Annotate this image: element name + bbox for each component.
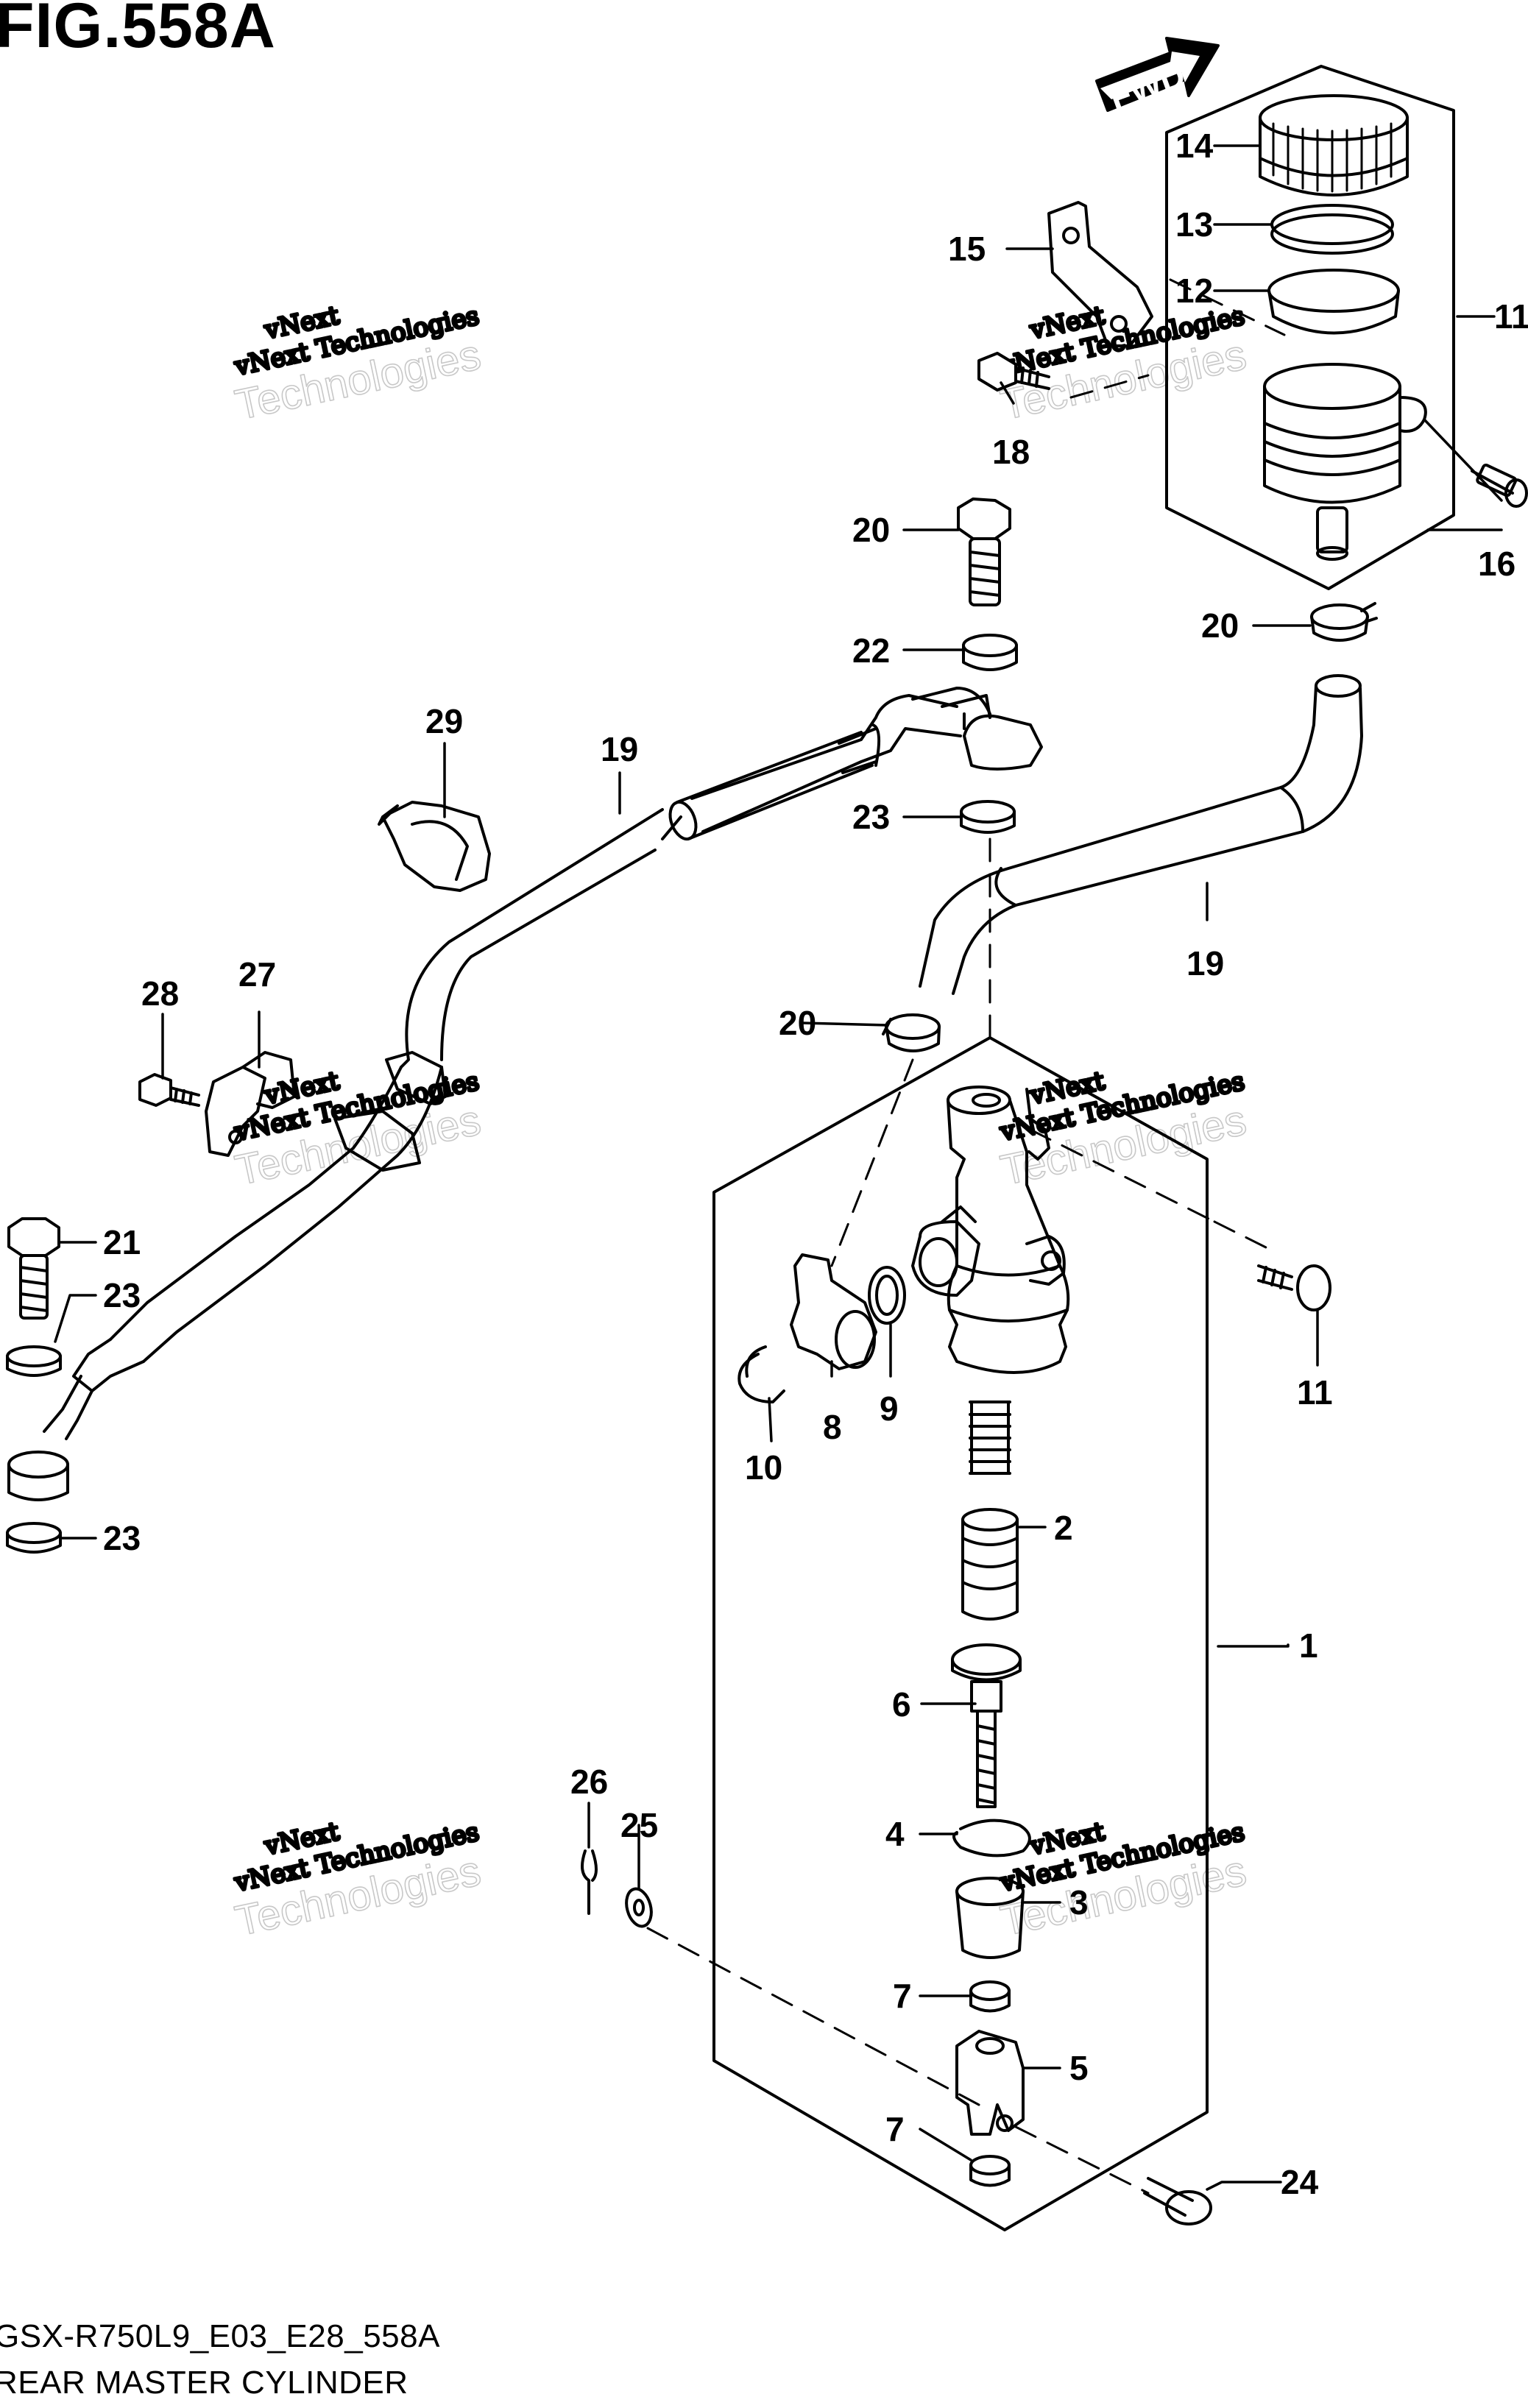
callout-18: 18 xyxy=(992,433,1030,471)
callout-3: 3 xyxy=(1069,1883,1089,1922)
master-cylinder-body xyxy=(911,1086,1070,1374)
diaphragm xyxy=(1267,269,1400,335)
washer-25 xyxy=(625,1887,653,1928)
cylinder-screw-11 xyxy=(1257,1264,1331,1311)
nut-7-lower xyxy=(969,2155,1011,2187)
callout-7-upper: 7 xyxy=(893,1977,912,2015)
bracket-bolt xyxy=(977,352,1050,392)
inlet-connector-8 xyxy=(790,1253,877,1370)
callout-10: 10 xyxy=(745,1448,782,1487)
callout-22-lower: 21 xyxy=(103,1223,141,1261)
watermark-group: vNext vNext Technologies Technologies vN… xyxy=(230,300,1251,1946)
callout-20-lower: 20 xyxy=(779,1004,816,1042)
callout-8: 8 xyxy=(823,1408,842,1446)
reservoir-screw xyxy=(1471,463,1528,508)
cotter-pin-26 xyxy=(581,1849,598,1915)
washer-lower-2 xyxy=(6,1522,62,1554)
nut-7-upper xyxy=(969,1980,1011,2013)
callout-26: 26 xyxy=(570,1763,608,1801)
brake-hose xyxy=(109,694,962,1363)
callout-25: 25 xyxy=(620,1806,658,1844)
callout-19: 19 xyxy=(1186,944,1224,982)
hose-holder-27 xyxy=(205,1051,296,1157)
callout-11: 11 xyxy=(1297,1373,1333,1412)
callout-23-upper-2: 23 xyxy=(852,798,890,836)
callout-17: 15 xyxy=(948,230,986,268)
callout-20-upper: 20 xyxy=(1201,606,1239,645)
reservoir-bracket xyxy=(1047,201,1153,347)
callout-16: 16 xyxy=(1478,545,1515,583)
hose-segment-upper xyxy=(668,731,874,841)
figure-caption: REAR MASTER CYLINDER xyxy=(0,2365,408,2401)
callout-13: 12 xyxy=(1175,272,1213,310)
diaphragm-plate xyxy=(1270,204,1394,255)
hose-clamp-29 xyxy=(378,801,491,892)
piston-spring-2 xyxy=(961,1400,1019,1621)
hose-clip-20-lower xyxy=(882,1013,941,1052)
callout-labels: 14 13 12 11 15 18 16 20 20 22 23 29 19 2… xyxy=(103,127,1528,2201)
callout-23-lower-1: 23 xyxy=(103,1276,141,1314)
callout-12: 11 xyxy=(1494,297,1528,336)
callout-23-upper-1: 22 xyxy=(852,631,890,670)
dust-boot-3 xyxy=(955,1877,1025,1959)
reservoir-group-outline xyxy=(1165,65,1455,590)
model-code: GSX-R750L9_E03_E28_558A xyxy=(0,2318,440,2354)
callout-24: 24 xyxy=(1281,2163,1319,2201)
holder-bolt-28 xyxy=(138,1073,200,1107)
callout-29: 29 xyxy=(425,702,463,740)
banjo-bolt-upper xyxy=(957,497,1011,606)
callout-23-lower-2: 23 xyxy=(103,1519,141,1557)
push-rod-6 xyxy=(951,1643,1022,1808)
washer-upper-2 xyxy=(960,800,1016,834)
master-cylinder-outline xyxy=(712,1036,1209,2231)
hose-clamp-lower xyxy=(333,1051,447,1172)
hose-clip-20-upper xyxy=(1310,602,1378,642)
reservoir-cap xyxy=(1259,94,1409,196)
washer-lower-1 xyxy=(6,1345,62,1377)
reservoir-hose xyxy=(919,674,1363,995)
callout-5: 5 xyxy=(1069,2049,1089,2087)
circlip-4 xyxy=(952,1819,1031,1858)
o-ring-9 xyxy=(868,1266,906,1325)
callout-22-upper: 20 xyxy=(852,511,890,549)
callout-4: 4 xyxy=(885,1815,905,1853)
callout-6: 6 xyxy=(892,1685,911,1724)
callout-7-lower: 7 xyxy=(885,2110,905,2148)
banjo-bolt-lower xyxy=(7,1217,60,1320)
clevis-5 xyxy=(955,2030,1025,2136)
reservoir-body xyxy=(1263,363,1427,561)
leader-lines xyxy=(54,144,1503,2191)
hose-union-lower xyxy=(7,1338,145,1501)
callout-2: 2 xyxy=(1054,1509,1073,1547)
fwd-arrow-icon: FWD xyxy=(1095,37,1220,118)
clevis-pin-24 xyxy=(1143,2177,1212,2225)
callout-28: 28 xyxy=(141,974,179,1013)
callout-27: 27 xyxy=(238,955,276,994)
assembly-lines xyxy=(646,278,1286,2195)
circlip-10 xyxy=(738,1345,785,1403)
callout-15: 14 xyxy=(1175,127,1214,165)
callout-9: 9 xyxy=(880,1389,899,1428)
washer-upper-1 xyxy=(962,634,1018,671)
callout-1: 1 xyxy=(1299,1626,1318,1665)
hose-union-upper xyxy=(911,687,1043,771)
callout-21: 19 xyxy=(601,730,638,768)
callout-14: 13 xyxy=(1175,205,1213,244)
figure-title: FIG.558A xyxy=(0,0,276,61)
